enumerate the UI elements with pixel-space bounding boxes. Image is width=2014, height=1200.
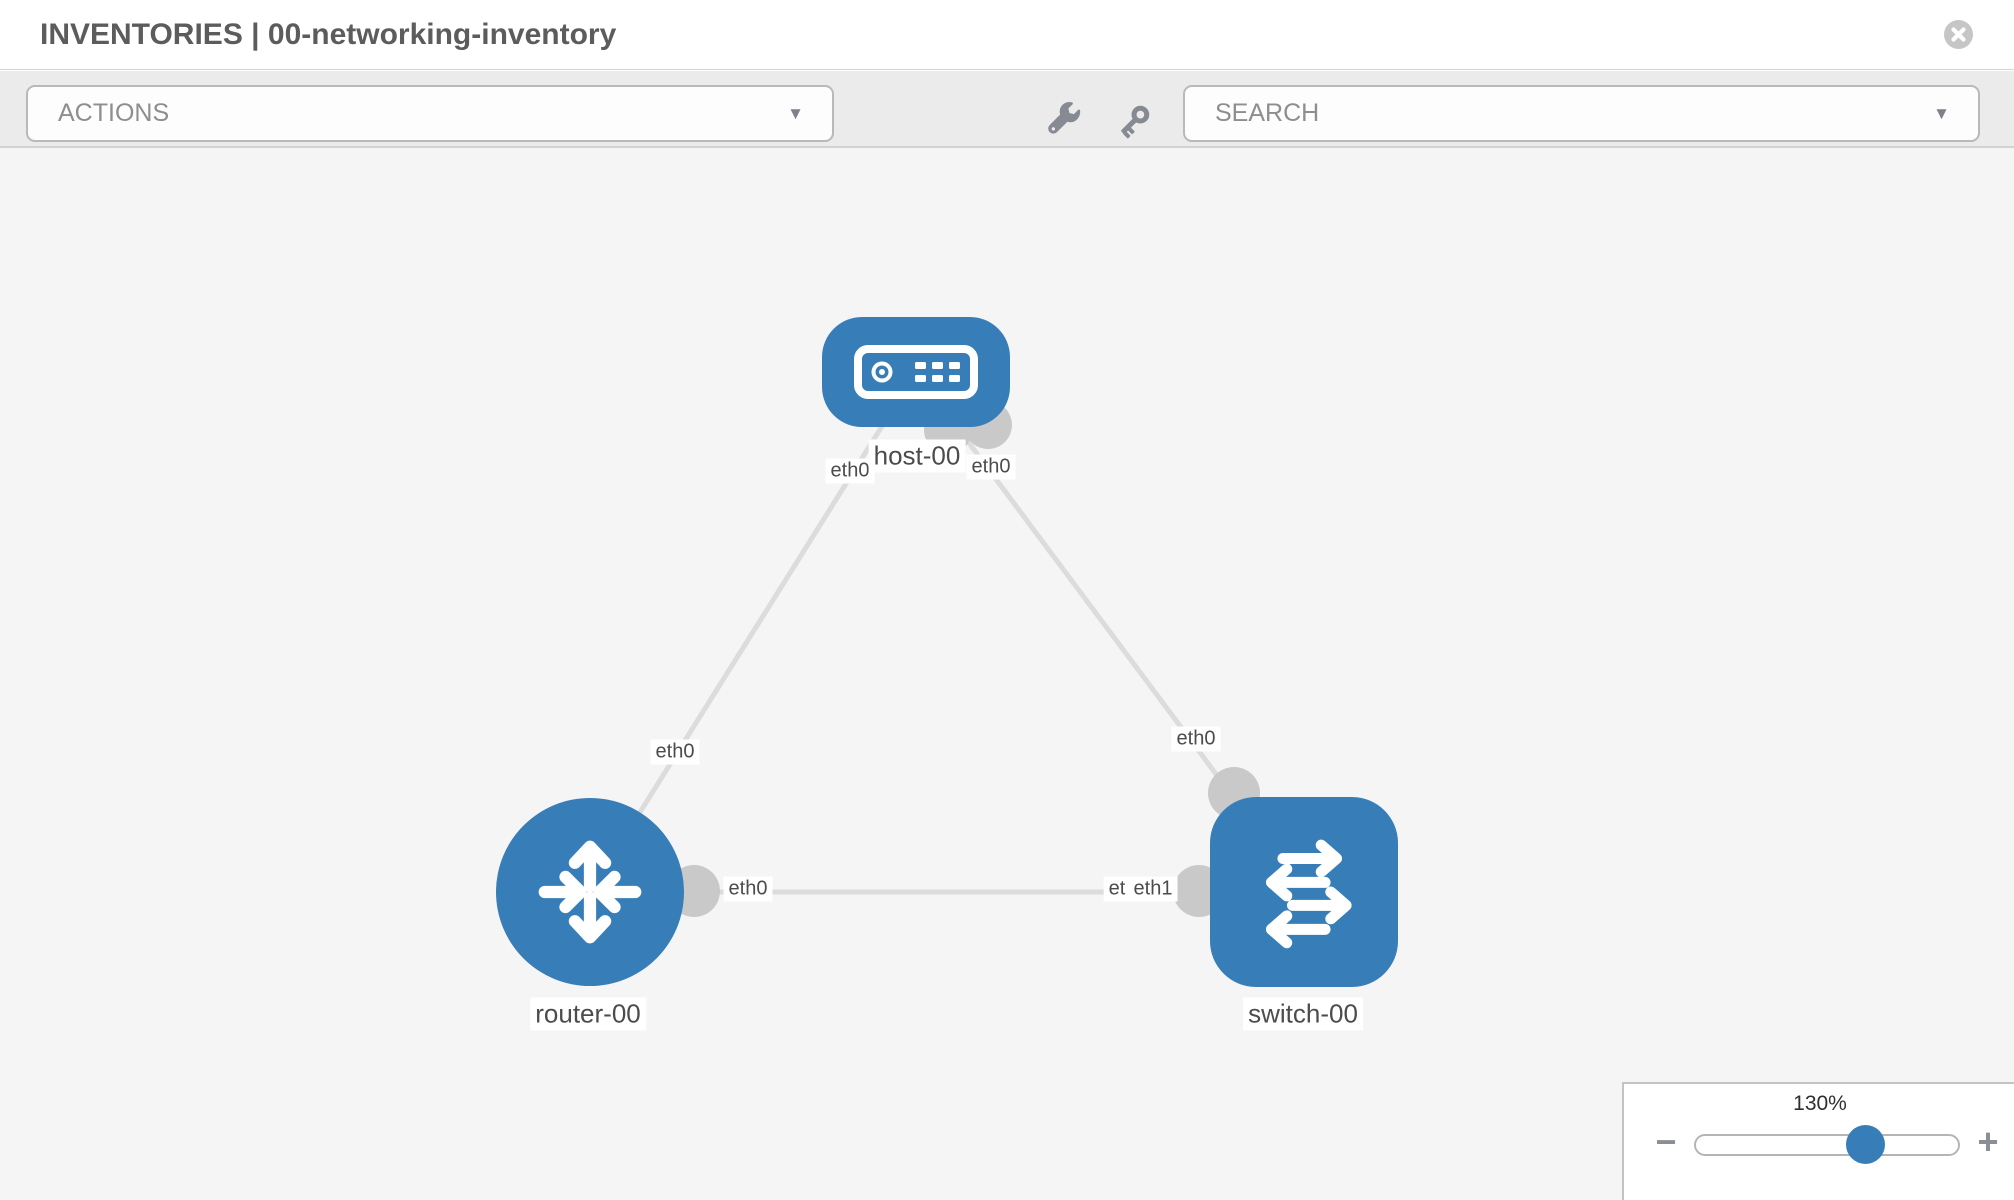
key-icon bbox=[1121, 105, 1150, 139]
zoom-in-button[interactable]: + bbox=[1977, 1121, 1999, 1162]
topology-canvas[interactable]: eth0 eth0 eth0 eth0 eth0 et eth1 host-00… bbox=[0, 148, 2014, 1200]
chevron-down-icon: ▼ bbox=[1933, 104, 1950, 123]
iface-label: eth0 bbox=[825, 458, 875, 484]
topology-links-layer bbox=[587, 370, 1307, 917]
zoom-control-panel: 130% − + bbox=[1622, 1082, 2014, 1200]
iface-label: eth0 bbox=[723, 876, 773, 902]
iface-label: eth0 bbox=[966, 454, 1016, 480]
node-host-00[interactable] bbox=[822, 317, 1010, 427]
iface-label: eth0 bbox=[1171, 726, 1221, 752]
close-button[interactable] bbox=[1944, 20, 1973, 49]
iface-label-clipped: et bbox=[1103, 876, 1131, 902]
iface-label: eth1 bbox=[1128, 876, 1178, 902]
page-title: INVENTORIES | 00-networking-inventory bbox=[40, 18, 617, 51]
switch-icon bbox=[1265, 839, 1352, 949]
actions-dropdown-label: ACTIONS bbox=[58, 99, 170, 127]
tools-button[interactable] bbox=[1043, 100, 1087, 144]
node-label-router-00: router-00 bbox=[530, 997, 646, 1031]
search-dropdown[interactable]: SEARCH ▼ bbox=[1183, 85, 1980, 142]
header: INVENTORIES | 00-networking-inventory bbox=[0, 0, 2014, 70]
zoom-slider-thumb[interactable] bbox=[1846, 1125, 1885, 1164]
credentials-button[interactable] bbox=[1111, 100, 1155, 144]
node-router-00[interactable] bbox=[496, 798, 684, 986]
zoom-slider-track[interactable] bbox=[1694, 1134, 1960, 1156]
zoom-out-button[interactable]: − bbox=[1655, 1121, 1677, 1162]
node-label-host-00: host-00 bbox=[868, 439, 966, 473]
chevron-down-icon: ▼ bbox=[787, 104, 804, 123]
node-label-switch-00: switch-00 bbox=[1243, 997, 1363, 1031]
toolbar: ACTIONS ▼ SEARCH ▼ bbox=[0, 71, 2014, 148]
actions-dropdown[interactable]: ACTIONS ▼ bbox=[26, 85, 834, 142]
zoom-level-label: 130% bbox=[1793, 1092, 1847, 1115]
node-switch-00[interactable] bbox=[1210, 797, 1398, 987]
search-placeholder: SEARCH bbox=[1215, 99, 1320, 127]
wrench-icon bbox=[1048, 102, 1081, 134]
close-icon bbox=[1951, 27, 1966, 42]
router-icon bbox=[538, 840, 642, 944]
iface-label: eth0 bbox=[650, 739, 700, 765]
host-icon bbox=[854, 345, 978, 399]
